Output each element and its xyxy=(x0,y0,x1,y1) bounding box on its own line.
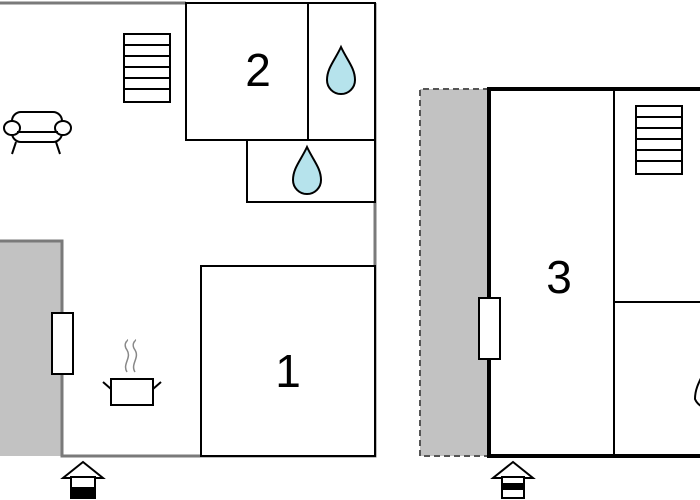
room-1-number: 1 xyxy=(275,345,301,397)
left-building: 2 1 xyxy=(0,1,377,499)
water-drop-icon xyxy=(693,377,700,407)
right-building: 3 xyxy=(419,87,700,499)
water-drop-icon xyxy=(291,144,323,195)
room-1-outline xyxy=(200,265,376,457)
room-3-number: 3 xyxy=(546,251,572,303)
right-building-outer-wall xyxy=(487,87,700,458)
stairs-icon xyxy=(123,33,171,103)
left-door xyxy=(51,312,74,375)
right-terrace-dashed-edge xyxy=(419,88,489,457)
water-drop-icon xyxy=(325,44,357,95)
entrance-arrow-icon xyxy=(60,460,106,499)
sofa-icon xyxy=(3,111,72,155)
right-door xyxy=(478,297,501,360)
stairs-icon xyxy=(635,105,683,175)
entrance-arrow-icon xyxy=(490,460,536,499)
room-2-number: 2 xyxy=(245,44,271,96)
right-terrace xyxy=(420,89,489,456)
cooking-pot-icon xyxy=(102,339,162,406)
